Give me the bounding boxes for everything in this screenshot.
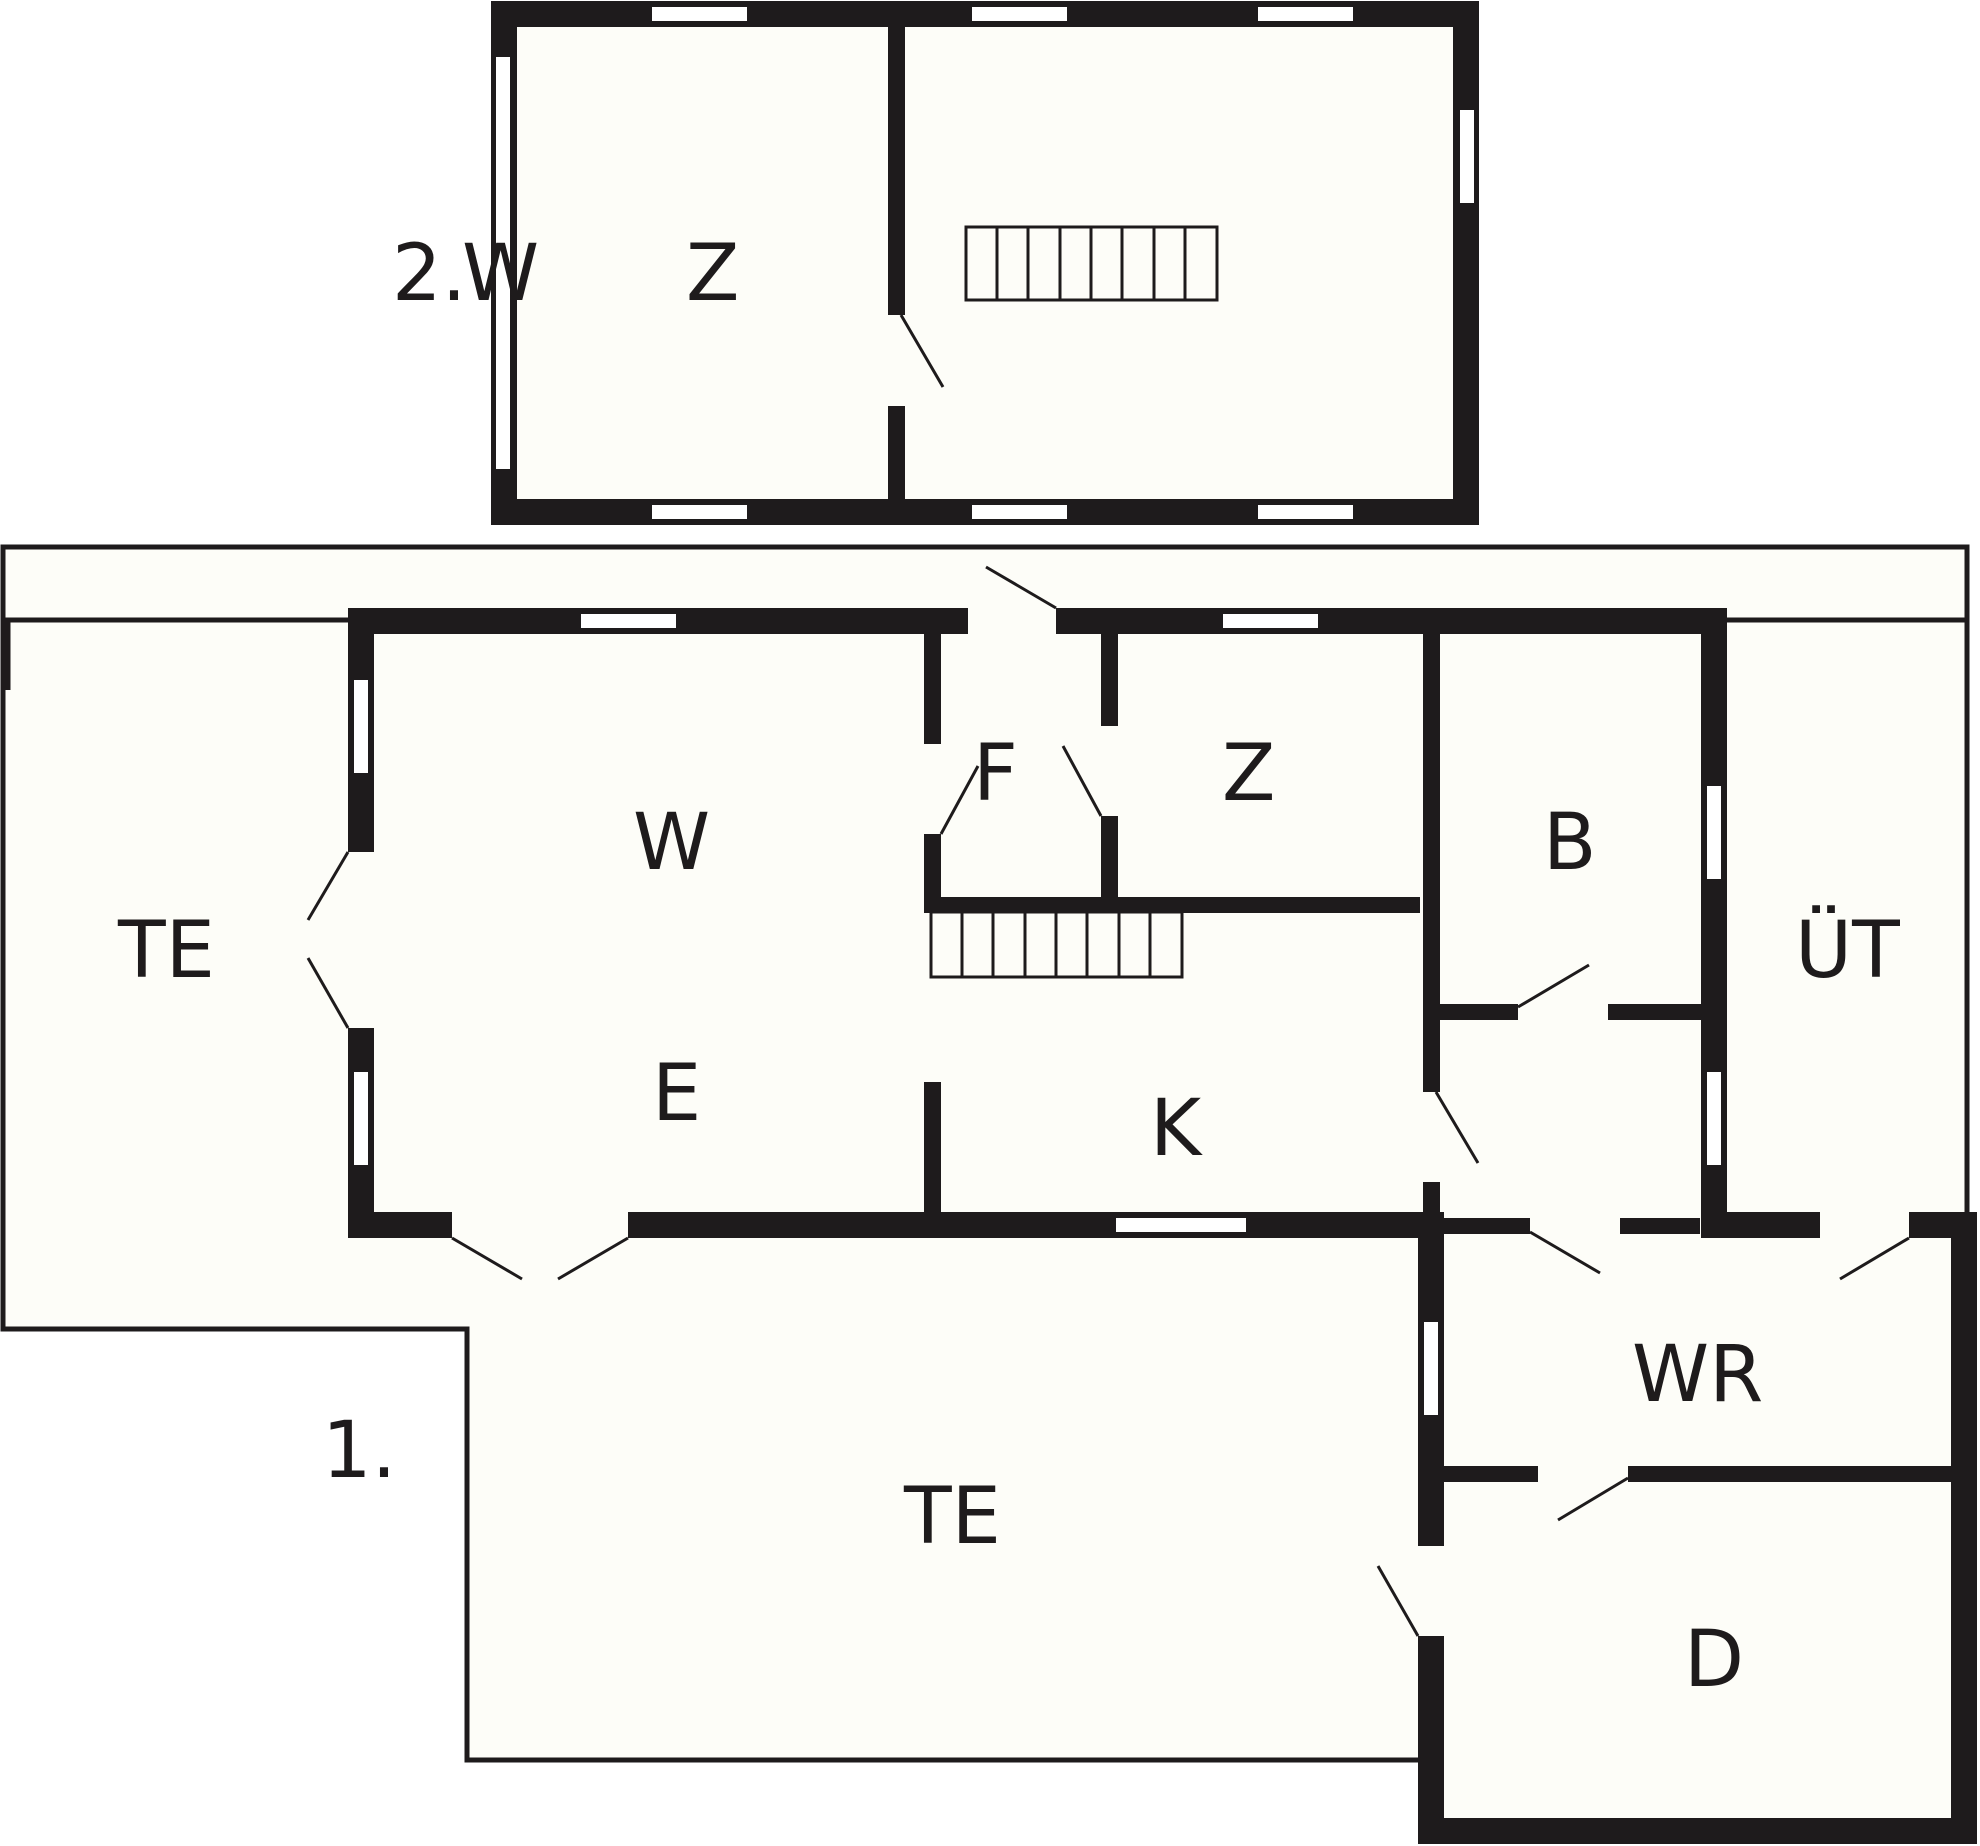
ground-walls — [348, 608, 1977, 1844]
room-label-living: W — [633, 798, 710, 888]
door-swing — [985, 565, 1057, 610]
window — [652, 505, 747, 519]
upper-windows — [496, 7, 1474, 519]
upper-floor-area — [491, 1, 1479, 525]
window — [354, 1072, 368, 1165]
door-swing — [1517, 963, 1590, 1009]
window — [1707, 786, 1721, 879]
window — [972, 505, 1067, 519]
door-swing — [1839, 1236, 1910, 1281]
door-swing — [451, 1236, 523, 1281]
room-label-bathroom: B — [1543, 798, 1597, 888]
floor-label-upper: 2. — [392, 229, 466, 319]
window — [1707, 1072, 1721, 1165]
window — [1258, 505, 1353, 519]
door-swings — [306, 565, 1910, 1637]
window — [1223, 614, 1318, 628]
door-swing — [899, 314, 945, 388]
room-label-covered-terrace: ÜT — [1795, 905, 1900, 996]
room-label-terrace-bottom: TE — [903, 1472, 1001, 1562]
door-swing — [1061, 745, 1103, 817]
door-swing — [939, 765, 980, 835]
door-swing — [1557, 1476, 1629, 1522]
ground-floor — [0, 544, 1977, 1844]
room-label-upper-bedroom: Z — [686, 229, 739, 319]
window — [581, 614, 676, 628]
door-swing — [1529, 1230, 1601, 1275]
interior-area — [348, 608, 1727, 1238]
window — [354, 680, 368, 773]
window — [1116, 1218, 1246, 1232]
window — [652, 7, 747, 21]
labels: 2. W Z TE W E F Z B K ÜT WR D TE 1. — [117, 229, 1900, 1705]
door-swing — [306, 851, 350, 921]
room-label-upper-living: W — [462, 229, 539, 319]
room-label-garage: D — [1684, 1615, 1744, 1705]
door-swing — [557, 1236, 629, 1281]
staircase-icon — [929, 910, 1184, 979]
room-label-bedroom: Z — [1222, 729, 1275, 819]
room-label-kitchen: K — [1150, 1084, 1203, 1174]
room-label-utility: WR — [1632, 1330, 1763, 1420]
staircase-icon — [964, 225, 1219, 302]
room-label-terrace-left: TE — [117, 906, 215, 996]
door-swing — [1434, 1091, 1480, 1164]
room-label-dining: E — [652, 1049, 701, 1139]
ground-windows — [354, 614, 1721, 1415]
door-swing — [1376, 1565, 1420, 1637]
room-label-hall: F — [973, 729, 1018, 819]
annex-area — [1418, 1212, 1974, 1844]
window — [496, 57, 510, 469]
upper-floor — [491, 1, 1479, 525]
door-swing — [306, 957, 350, 1029]
window — [972, 7, 1067, 21]
window — [1258, 7, 1353, 21]
window — [1460, 110, 1474, 203]
floor-label-ground: 1. — [322, 1406, 396, 1496]
window — [1424, 1322, 1438, 1415]
